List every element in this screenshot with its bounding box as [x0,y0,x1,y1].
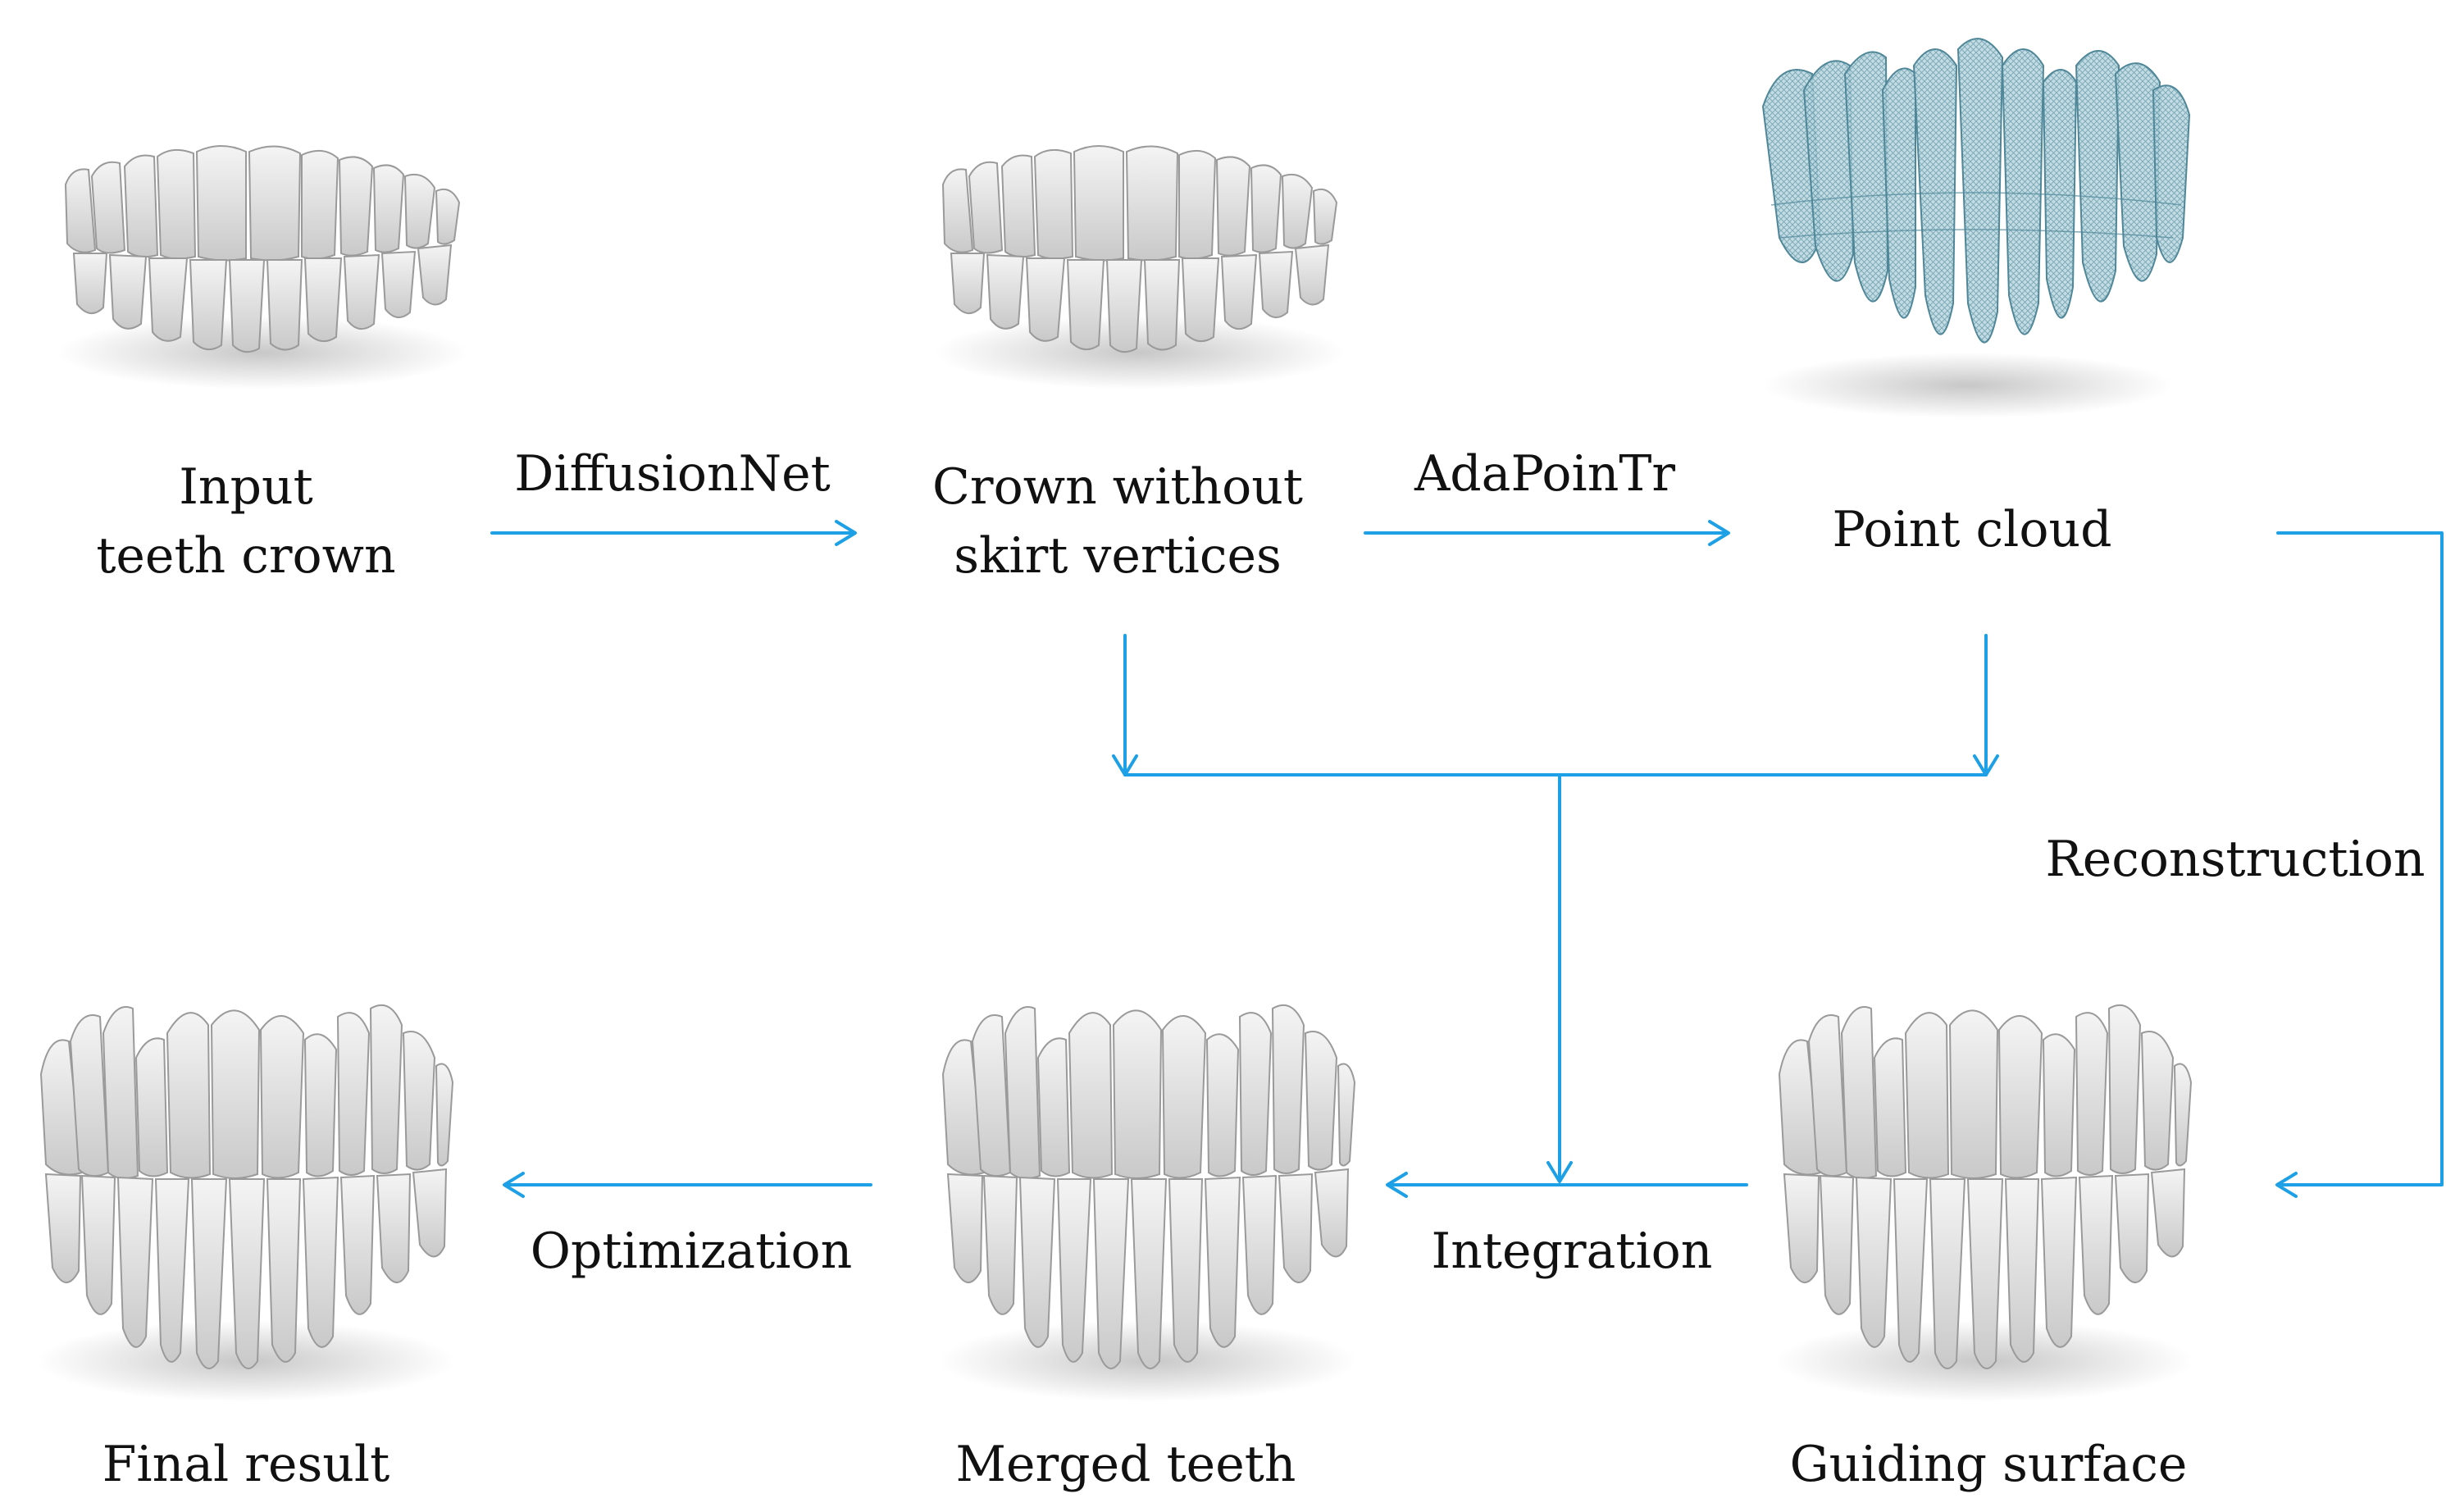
stage-label-guiding-surface: Guiding surface [1790,1430,2188,1499]
edge-label-diffusionnet: DiffusionNet [514,445,831,503]
arrow-reconstruction [2275,531,2444,1198]
teeth-crown-trimmed-icon [934,145,1346,390]
edge-label-adapointr: AdaPoinTr [1414,445,1676,503]
arrow-merge-down [1546,773,1573,1183]
arrow-integration [1386,1172,1748,1198]
guiding-surface-teeth-icon [1774,1004,2194,1403]
teeth-crown-icon [57,145,468,390]
edge-label-reconstruction: Reconstruction [2045,831,2426,888]
stage-label-input: Input teeth crown [96,453,395,590]
stage-label-crown-line1: Crown without [932,458,1303,516]
stage-label-crown: Crown without skirt vertices [932,453,1303,590]
stage-label-merged-teeth: Merged teeth [956,1430,1296,1499]
stage-label-guiding-surface-text: Guiding surface [1789,1436,2188,1493]
stage-label-input-line2: teeth crown [96,527,396,585]
stage-label-final-result: Final result [102,1430,389,1499]
stage-label-point-cloud: Point cloud [1832,495,2111,564]
arrow-pointcloud-down [1973,634,1999,776]
stage-label-input-line1: Input [179,458,313,516]
stage-label-crown-line2: skirt vertices [954,527,1282,585]
point-cloud-teeth-icon [1762,38,2190,420]
stage-label-final-result-text: Final result [102,1436,390,1493]
final-result-teeth-icon [36,1004,456,1403]
arrow-diffusionnet [490,520,857,546]
stage-label-point-cloud-text: Point cloud [1832,501,2112,558]
arrow-adapointr [1364,520,1730,546]
stage-label-merged-teeth-text: Merged teeth [955,1436,1296,1493]
merged-teeth-icon [938,1004,1358,1403]
edge-label-optimization: Optimization [530,1223,853,1280]
edge-label-integration: Integration [1431,1223,1713,1280]
arrow-crown-down [1112,634,1138,776]
arrow-optimization [503,1172,872,1198]
